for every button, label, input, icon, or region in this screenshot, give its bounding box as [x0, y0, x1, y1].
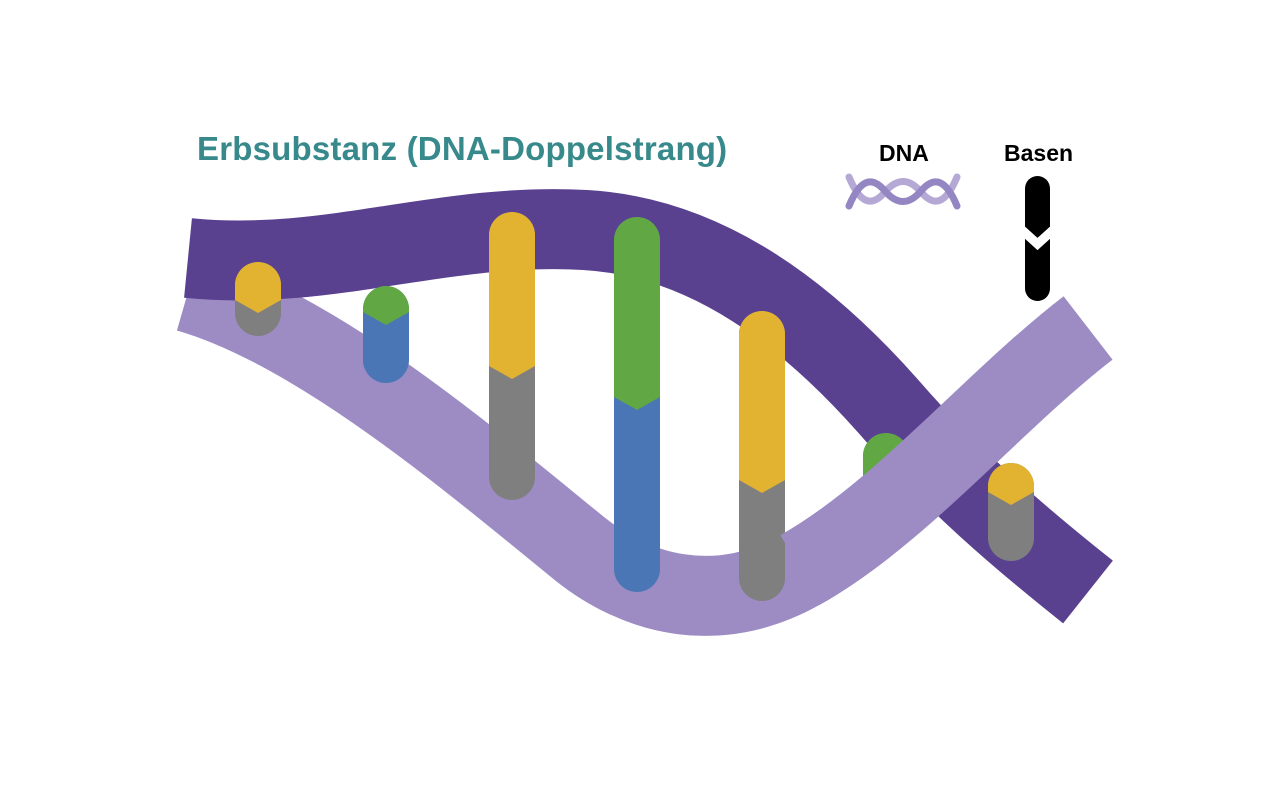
page-title: Erbsubstanz (DNA-Doppelstrang)	[197, 130, 728, 167]
base-pair	[739, 311, 785, 601]
base-pair-icon	[1018, 176, 1057, 301]
light-strand-front-segment	[779, 296, 1113, 605]
dna-helix-icon	[845, 173, 961, 210]
base-top-half	[363, 286, 409, 325]
legend-label-basen: Basen	[1004, 140, 1074, 166]
base-top-half	[739, 311, 785, 493]
base-pair	[363, 286, 409, 383]
base-top-half	[614, 217, 660, 410]
base-top-half	[489, 212, 535, 379]
base-pairs-layer	[235, 212, 1034, 601]
base-pair-icon-chevron	[1018, 226, 1057, 251]
base-top-half	[988, 463, 1034, 505]
base-pair	[489, 212, 535, 500]
base-top-half	[235, 262, 281, 313]
dna-helix-icon-strand-a	[845, 173, 961, 205]
dark-strand	[184, 189, 1113, 624]
base-pair	[614, 217, 660, 592]
base-pair	[235, 262, 281, 336]
base-pair	[988, 463, 1034, 561]
legend-label-dna: DNA	[879, 140, 929, 166]
dna-helix-icon-strand-b	[845, 178, 961, 210]
